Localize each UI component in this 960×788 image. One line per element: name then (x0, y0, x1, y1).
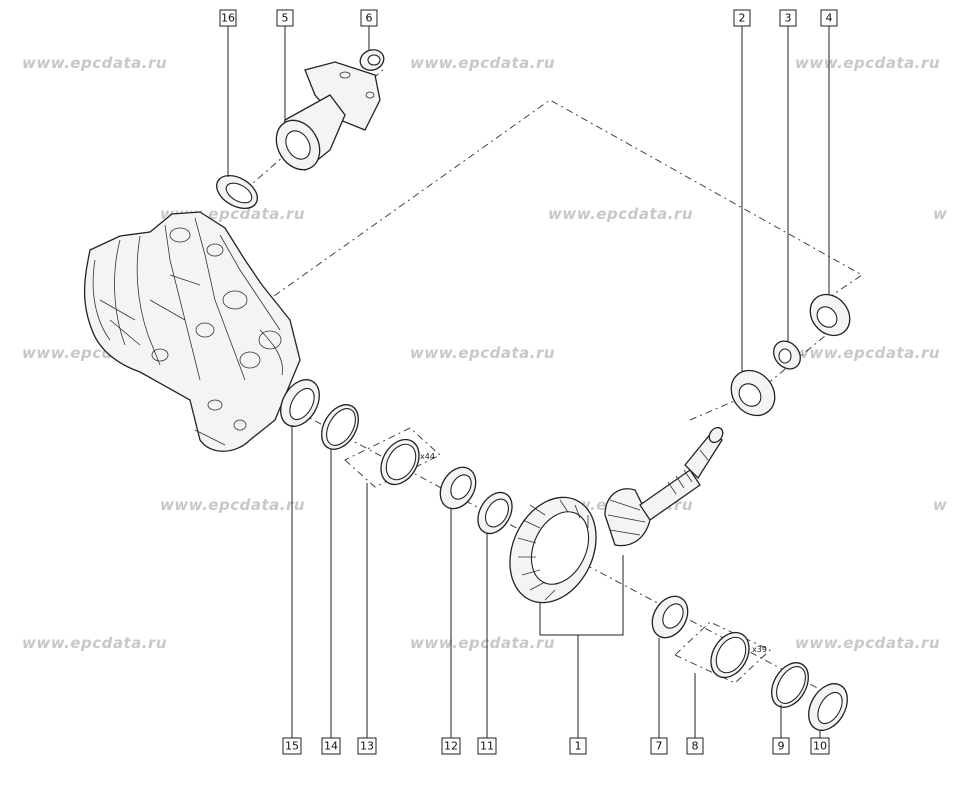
gearbox-housing (83, 211, 301, 452)
callout-16: 16 (219, 9, 237, 27)
callout-3: 3 (779, 9, 797, 27)
svg-text:2: 2 (739, 12, 746, 25)
shim-pack-8-frame (674, 621, 771, 684)
part-8-shim (710, 631, 750, 679)
part-14-circlip (321, 404, 359, 450)
watermark: www.epcdata.ru (410, 344, 555, 362)
svg-text:5: 5 (282, 12, 289, 25)
callout-8: 8 (686, 737, 704, 755)
quantity-label-8: x39 (752, 645, 767, 654)
part-2-bearing (730, 369, 776, 417)
svg-text:16: 16 (221, 12, 235, 25)
svg-text:15: 15 (285, 740, 299, 753)
svg-text:7: 7 (656, 740, 663, 753)
part-10-seal (808, 683, 848, 731)
quantity-label-13: x44 (420, 452, 435, 461)
svg-text:6: 6 (366, 12, 373, 25)
callout-14: 14 (321, 737, 341, 755)
watermark: www.epcdata.ru (22, 54, 167, 72)
watermark-partial: w (933, 205, 947, 223)
callout-6: 6 (360, 9, 378, 27)
part-9-circlip (771, 662, 809, 708)
svg-text:10: 10 (813, 740, 827, 753)
watermark: www.epcdata.ru (795, 344, 940, 362)
part-11-bearing-cup (477, 491, 513, 535)
callout-15: 15 (282, 737, 302, 755)
part-12-bearing (439, 466, 477, 510)
watermark: www.epcdata.ru (548, 205, 693, 223)
svg-text:11: 11 (480, 740, 494, 753)
part-6-nut (359, 49, 385, 71)
callouts-bottom: 15 14 13 12 11 1 7 8 (282, 737, 830, 755)
leader-lines (227, 26, 830, 738)
svg-text:8: 8 (692, 740, 699, 753)
axis-pinion-loop (204, 99, 863, 346)
callout-2: 2 (733, 9, 751, 27)
svg-text:1: 1 (575, 740, 582, 753)
part-3-nut (773, 340, 801, 370)
watermark: www.epcdata.ru (795, 634, 940, 652)
svg-text:9: 9 (778, 740, 785, 753)
callout-9: 9 (772, 737, 790, 755)
callouts-top: 16 5 6 2 3 4 (219, 9, 838, 27)
watermark: www.epcdata.ru (410, 54, 555, 72)
callout-11: 11 (477, 737, 497, 755)
watermark-partial: w (933, 496, 947, 514)
svg-text:14: 14 (324, 740, 338, 753)
part-4-bearing (809, 293, 851, 337)
callout-1: 1 (569, 737, 587, 755)
svg-text:4: 4 (826, 12, 833, 25)
part-1-crown-wheel (509, 496, 597, 604)
watermark: www.epcdata.ru (410, 634, 555, 652)
svg-text:3: 3 (785, 12, 792, 25)
part-7-bearing (651, 595, 689, 639)
callout-10: 10 (810, 737, 830, 755)
part-5-flange (275, 61, 381, 171)
callout-12: 12 (441, 737, 461, 755)
watermark: www.epcdata.ru (160, 496, 305, 514)
svg-text:13: 13 (360, 740, 374, 753)
callout-7: 7 (650, 737, 668, 755)
callout-4: 4 (820, 9, 838, 27)
watermark: www.epcdata.ru (795, 54, 940, 72)
callout-13: 13 (357, 737, 377, 755)
part-13-shim (380, 438, 420, 486)
part-1-pinion (604, 426, 724, 547)
part-15-seal (280, 379, 320, 427)
callout-5: 5 (276, 9, 294, 27)
part-16-oil-seal (216, 174, 258, 210)
svg-text:12: 12 (444, 740, 458, 753)
watermark: www.epcdata.ru (22, 634, 167, 652)
